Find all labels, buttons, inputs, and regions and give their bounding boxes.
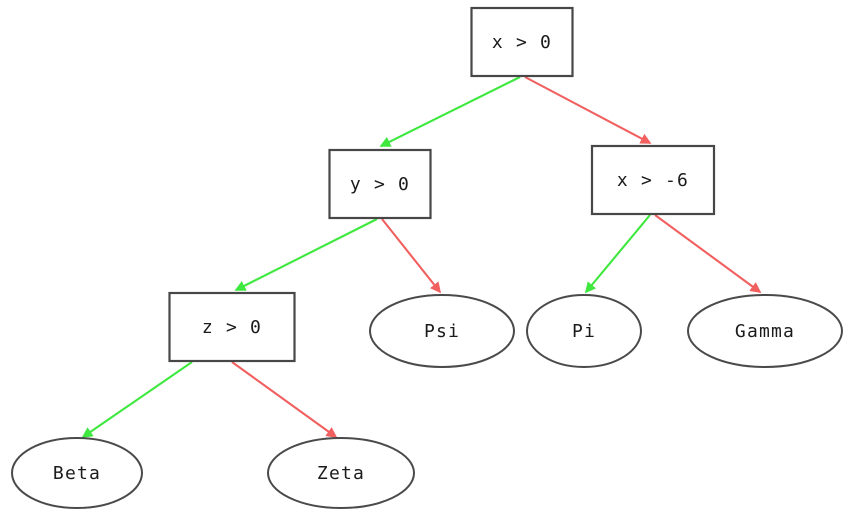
decision-node-z-gt-0[interactable]: z > 0 (168, 291, 296, 363)
node-label: z > 0 (202, 317, 262, 338)
edge-root-to-xm6-false (524, 76, 652, 144)
leaf-node-zeta[interactable]: Zeta (267, 437, 415, 509)
decision-box[interactable] (168, 291, 296, 363)
node-label: Zeta (317, 463, 365, 484)
edge-xm6-to-pi-true (584, 214, 651, 294)
leaf-ellipse[interactable] (267, 437, 415, 509)
decision-node-x-gt-minus-6[interactable]: x > -6 (590, 144, 716, 216)
node-label: Beta (53, 463, 101, 484)
edge-y-to-z-true (234, 218, 378, 291)
edge-group (81, 76, 762, 438)
edge-xm6-to-gamma-false (654, 214, 762, 293)
edge-z-to-beta-true (81, 361, 193, 438)
leaf-node-psi[interactable]: Psi (369, 294, 515, 368)
edge-y-to-psi-false (381, 218, 442, 294)
leaf-node-gamma[interactable]: Gamma (687, 294, 843, 368)
node-label: x > -6 (617, 170, 689, 191)
node-label: Pi (572, 321, 596, 342)
node-label: x > 0 (492, 32, 552, 53)
decision-node-y-gt-0[interactable]: y > 0 (328, 148, 432, 220)
leaf-node-pi[interactable]: Pi (526, 294, 642, 368)
decision-box[interactable] (470, 6, 574, 78)
node-label: y > 0 (350, 174, 410, 195)
edge-z-to-zeta-false (231, 361, 338, 438)
decision-box[interactable] (328, 148, 432, 220)
leaf-ellipse[interactable] (11, 437, 143, 509)
leaf-ellipse[interactable] (687, 294, 843, 368)
node-label: Gamma (735, 321, 795, 342)
node-label: Psi (424, 321, 460, 342)
leaf-ellipse[interactable] (369, 294, 515, 368)
decision-box[interactable] (590, 144, 716, 216)
leaf-ellipse[interactable] (526, 294, 642, 368)
decision-node-root[interactable]: x > 0 (470, 6, 574, 78)
edge-root-to-y-true (379, 76, 521, 147)
leaf-node-beta[interactable]: Beta (11, 437, 143, 509)
